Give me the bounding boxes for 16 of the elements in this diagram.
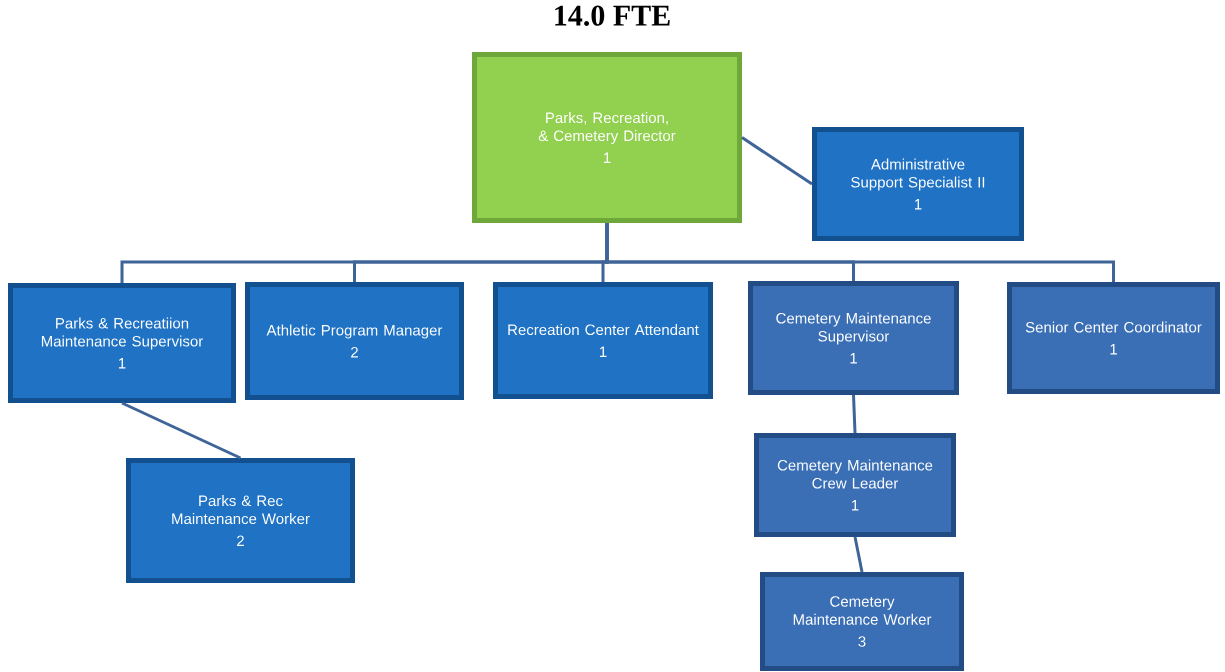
org-box: Cemetery Maintenance Worker 3 (760, 572, 964, 671)
title: 14.0 FTE (555, 5, 670, 26)
org-box: Athletic Program Manager 2 (245, 282, 464, 400)
org-box: Recreation Center Attendant 1 (493, 282, 713, 399)
org-box: Cemetery Maintenance Crew Leader 1 (754, 433, 956, 537)
connector (605, 223, 1115, 282)
org-box: Senior Center Coordinator 1 (1007, 282, 1220, 394)
org-box: Cemetery Maintenance Supervisor 1 (748, 281, 959, 395)
connector (853, 536, 864, 573)
org-box: Parks & Recreatiion Maintenance Supervisor 1 (8, 283, 236, 403)
connector (852, 394, 857, 434)
org-box: Parks, Recreation, & Cemetery Director 1 (472, 52, 742, 223)
connector (121, 401, 242, 460)
org-box: Parks & Rec Maintenance Worker 2 (126, 458, 355, 583)
connector (741, 136, 813, 186)
org-box: Administrative Support Specialist II 1 (812, 127, 1024, 241)
